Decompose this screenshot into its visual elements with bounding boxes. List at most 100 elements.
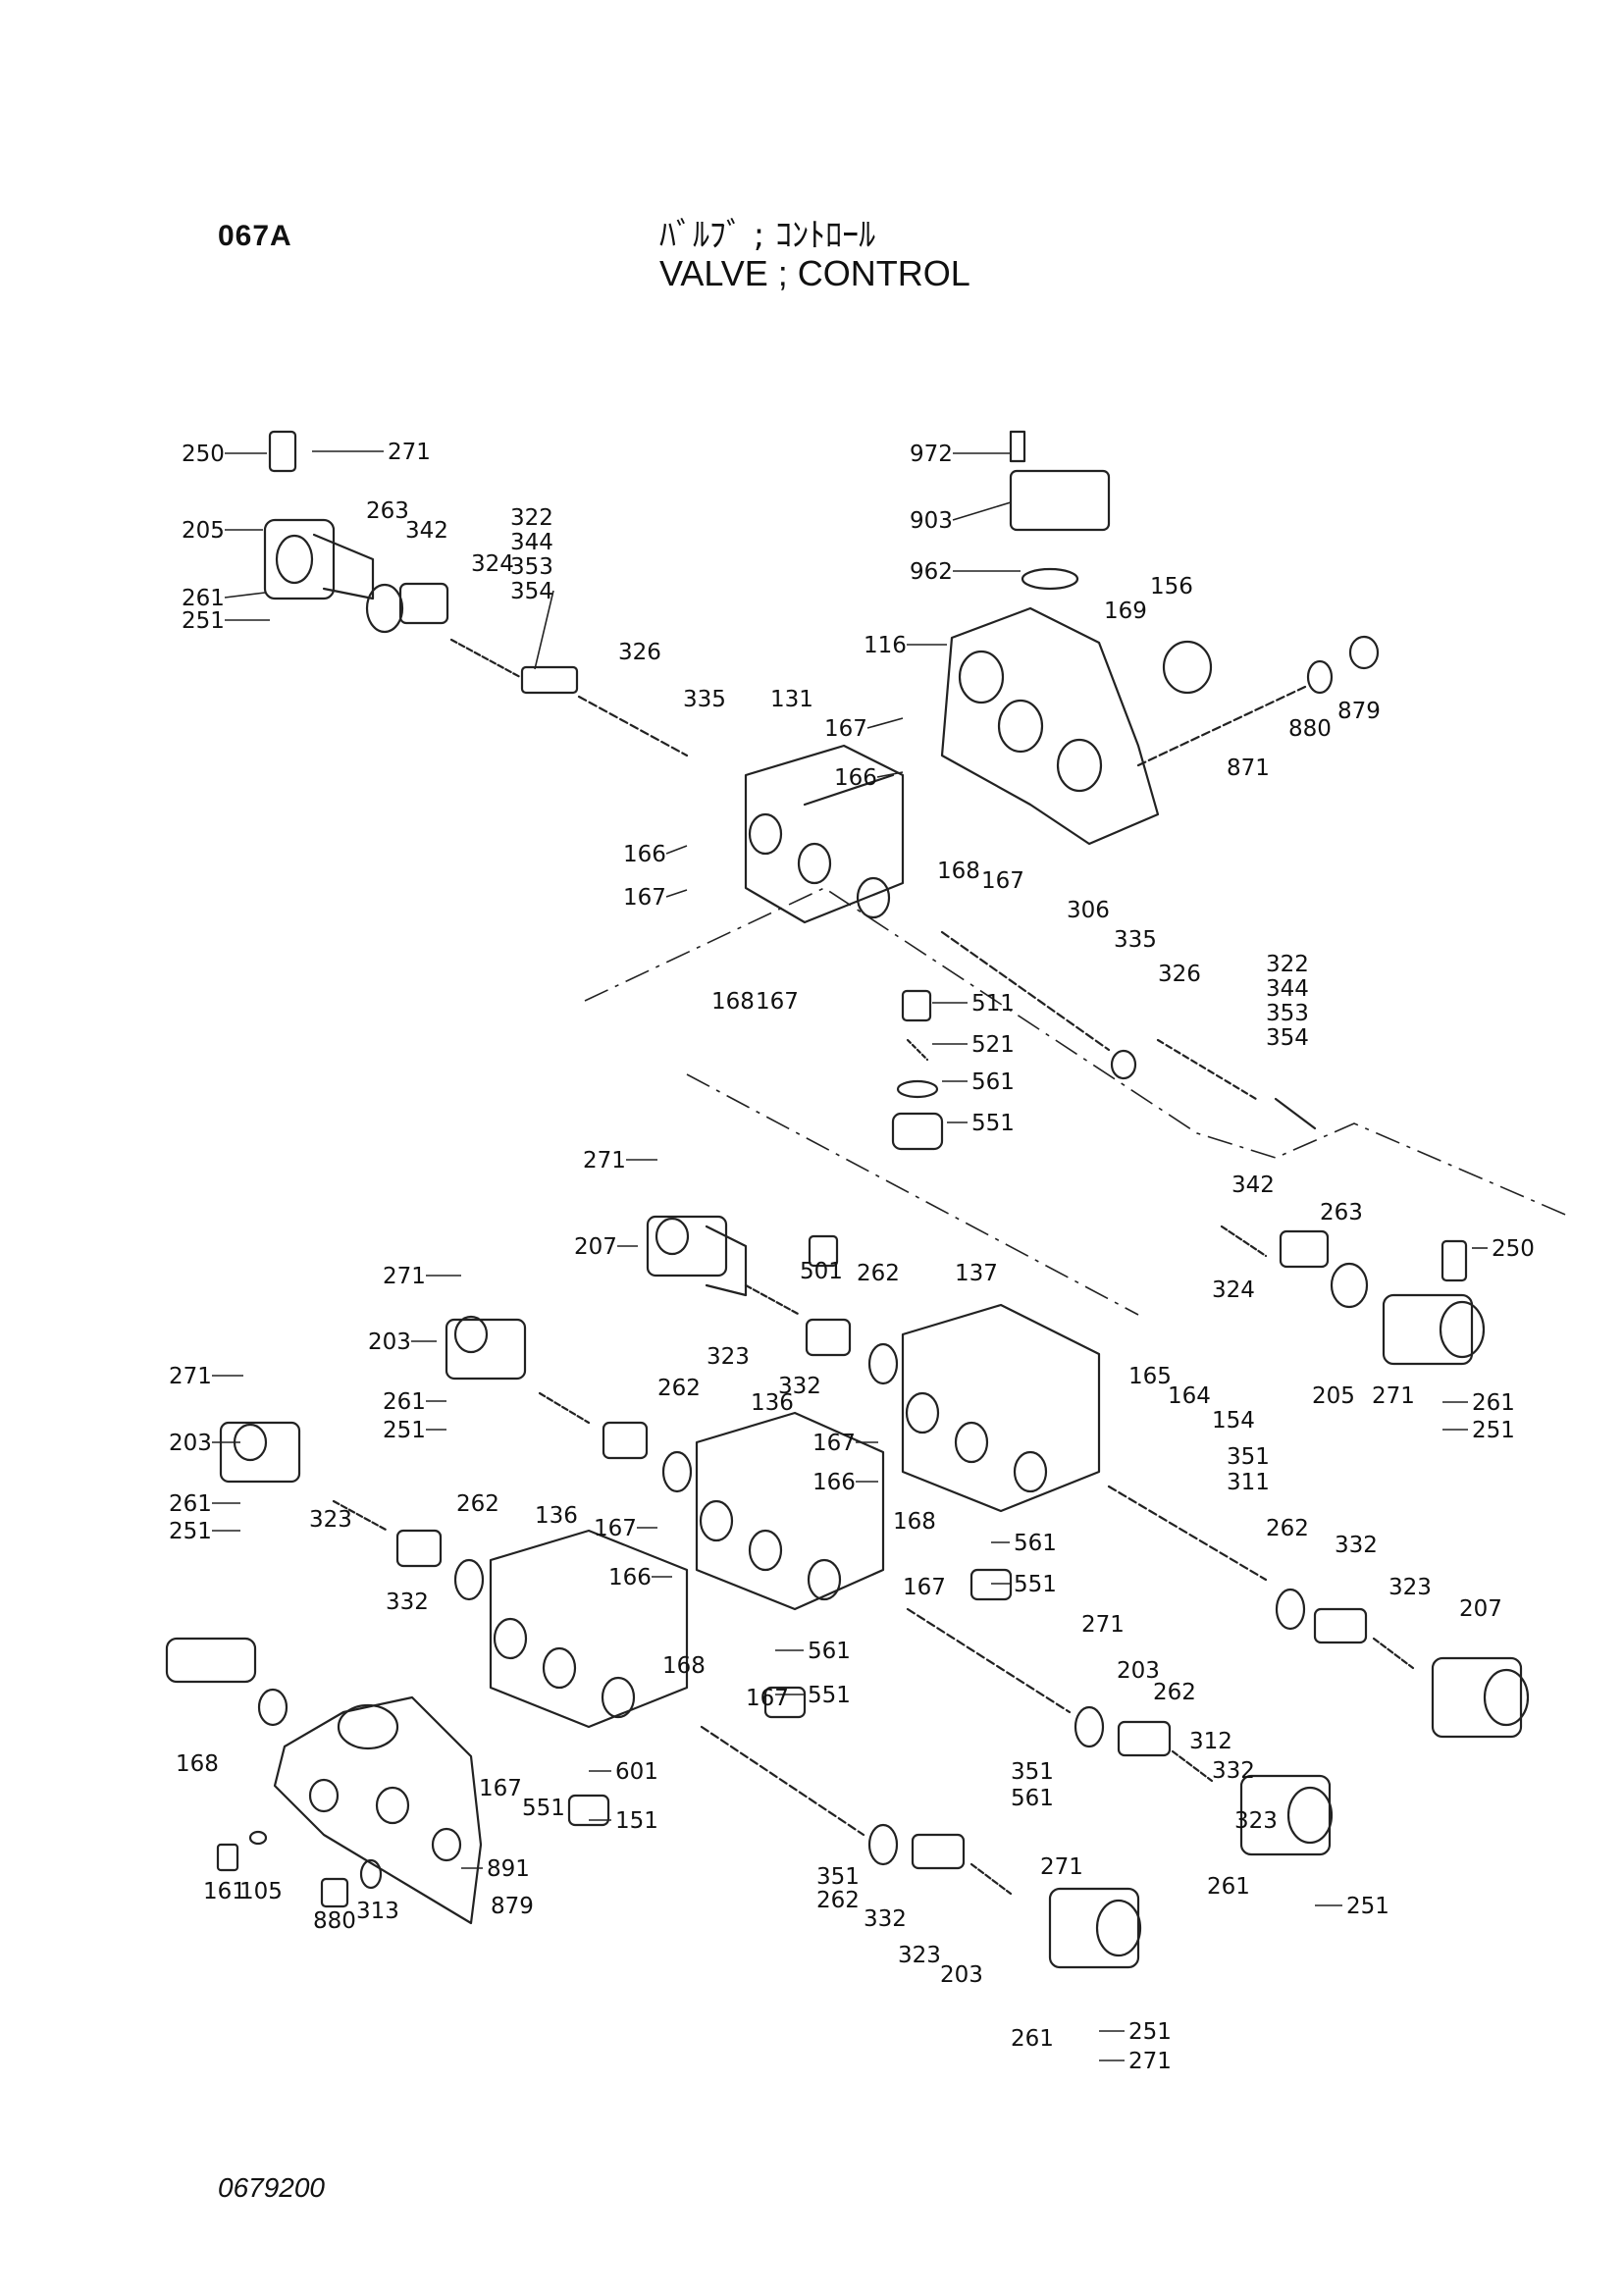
valve-block-131: [744, 744, 905, 924]
title-english: VALVE ; CONTROL: [659, 253, 970, 293]
part-number-131: 131: [770, 687, 813, 712]
part-number-169: 169: [1104, 599, 1147, 624]
part-number-354: 354: [1266, 1025, 1309, 1051]
part-number-561: 561: [971, 1069, 1015, 1095]
part-number-251: 251: [1128, 2019, 1172, 2045]
leader-line: [665, 889, 688, 898]
spring-sets-middle: [332, 1234, 899, 1601]
part-number-324: 324: [471, 551, 514, 577]
part-number-335: 335: [683, 687, 726, 712]
part-number-156: 156: [1150, 574, 1193, 600]
part-number-903: 903: [910, 508, 953, 534]
part-number-251: 251: [182, 608, 225, 634]
part-number-261: 261: [1207, 1874, 1250, 1900]
part-number-250: 250: [182, 442, 225, 467]
part-number-168: 168: [893, 1509, 936, 1535]
end-cap-upper-right: [1220, 1225, 1486, 1366]
part-number-342: 342: [1231, 1173, 1275, 1198]
valve-body-116: [940, 606, 1160, 846]
part-number-521: 521: [971, 1032, 1015, 1058]
part-number-261: 261: [383, 1389, 426, 1415]
part-number-313: 313: [356, 1899, 399, 1924]
part-number-166: 166: [834, 765, 877, 791]
part-number-261: 261: [182, 586, 225, 611]
part-number-251: 251: [383, 1418, 426, 1443]
title-japanese: ﾊﾞﾙﾌﾞ ; ｺﾝﾄﾛｰﾙ: [659, 216, 876, 255]
part-number-351: 351: [1227, 1444, 1270, 1470]
part-number-262: 262: [816, 1888, 860, 1913]
part-number-332: 332: [386, 1590, 429, 1615]
part-number-342: 342: [405, 518, 448, 544]
part-number-203: 203: [169, 1431, 212, 1456]
part-number-165: 165: [1128, 1364, 1172, 1389]
cover-903: [1009, 430, 1111, 591]
leader-line: [665, 845, 688, 855]
end-caps-203-left: [219, 1315, 527, 1484]
part-number-891: 891: [487, 1856, 530, 1882]
part-number-203: 203: [368, 1329, 411, 1355]
part-number-261: 261: [1011, 2026, 1054, 2052]
part-number-262: 262: [1153, 1680, 1196, 1705]
part-number-167: 167: [824, 716, 867, 742]
part-number-326: 326: [618, 640, 661, 665]
part-number-262: 262: [857, 1261, 900, 1286]
part-number-167: 167: [756, 989, 799, 1015]
part-number-551: 551: [522, 1796, 565, 1821]
valve-block-137: [901, 1303, 1101, 1513]
part-number-262: 262: [456, 1491, 499, 1517]
part-number-271: 271: [169, 1364, 212, 1389]
part-number-601: 601: [615, 1759, 658, 1785]
part-number-271: 271: [583, 1148, 626, 1173]
part-number-511: 511: [971, 991, 1015, 1017]
part-number-561: 561: [1014, 1531, 1057, 1556]
part-number-167: 167: [981, 868, 1024, 894]
part-number-323: 323: [1234, 1808, 1278, 1834]
section-divider-lines: [584, 887, 1571, 1316]
part-number-167: 167: [903, 1575, 946, 1600]
valve-body-105: [273, 1695, 483, 1925]
small-parts-lower-left: [216, 1830, 383, 1908]
part-number-311: 311: [1227, 1470, 1270, 1495]
part-number-344: 344: [1266, 976, 1309, 1002]
part-number-167: 167: [746, 1686, 789, 1711]
part-number-326: 326: [1158, 962, 1201, 987]
part-number-879: 879: [1337, 699, 1381, 724]
part-number-164: 164: [1168, 1383, 1211, 1409]
part-number-322: 322: [510, 505, 553, 531]
part-number-271: 271: [1128, 2049, 1172, 2074]
part-number-250: 250: [1492, 1236, 1535, 1262]
part-number-353: 353: [510, 554, 553, 580]
part-number-323: 323: [309, 1507, 352, 1533]
drawing-number: 0679200: [218, 2172, 326, 2203]
leader-line: [952, 501, 1012, 521]
part-number-344: 344: [510, 530, 553, 555]
part-number-205: 205: [182, 518, 225, 544]
part-number-168: 168: [937, 859, 980, 884]
end-cap-upper-left: [263, 430, 375, 600]
part-number-262: 262: [1266, 1516, 1309, 1541]
part-number-251: 251: [1472, 1418, 1515, 1443]
valve-block-136-upper: [695, 1411, 885, 1611]
spool-306-assembly: [891, 930, 1317, 1151]
part-number-251: 251: [1346, 1894, 1389, 1919]
part-number-167: 167: [594, 1516, 637, 1541]
part-number-323: 323: [898, 1943, 941, 1968]
part-number-312: 312: [1189, 1729, 1232, 1754]
part-number-168: 168: [662, 1653, 706, 1679]
leader-line: [224, 592, 266, 599]
part-number-871: 871: [1227, 756, 1270, 781]
part-number-271: 271: [1372, 1383, 1415, 1409]
rod-871: [1136, 635, 1380, 767]
part-number-551: 551: [971, 1111, 1015, 1136]
part-number-203: 203: [940, 1962, 983, 1988]
part-number-161: 161: [203, 1879, 246, 1904]
part-number-105: 105: [239, 1879, 283, 1904]
spools-311-312-313: [567, 1485, 1306, 1866]
part-number-501: 501: [800, 1259, 843, 1284]
part-number-203: 203: [1117, 1658, 1160, 1684]
part-number-561: 561: [1011, 1786, 1054, 1811]
part-number-332: 332: [778, 1374, 821, 1399]
part-number-207: 207: [574, 1234, 617, 1260]
